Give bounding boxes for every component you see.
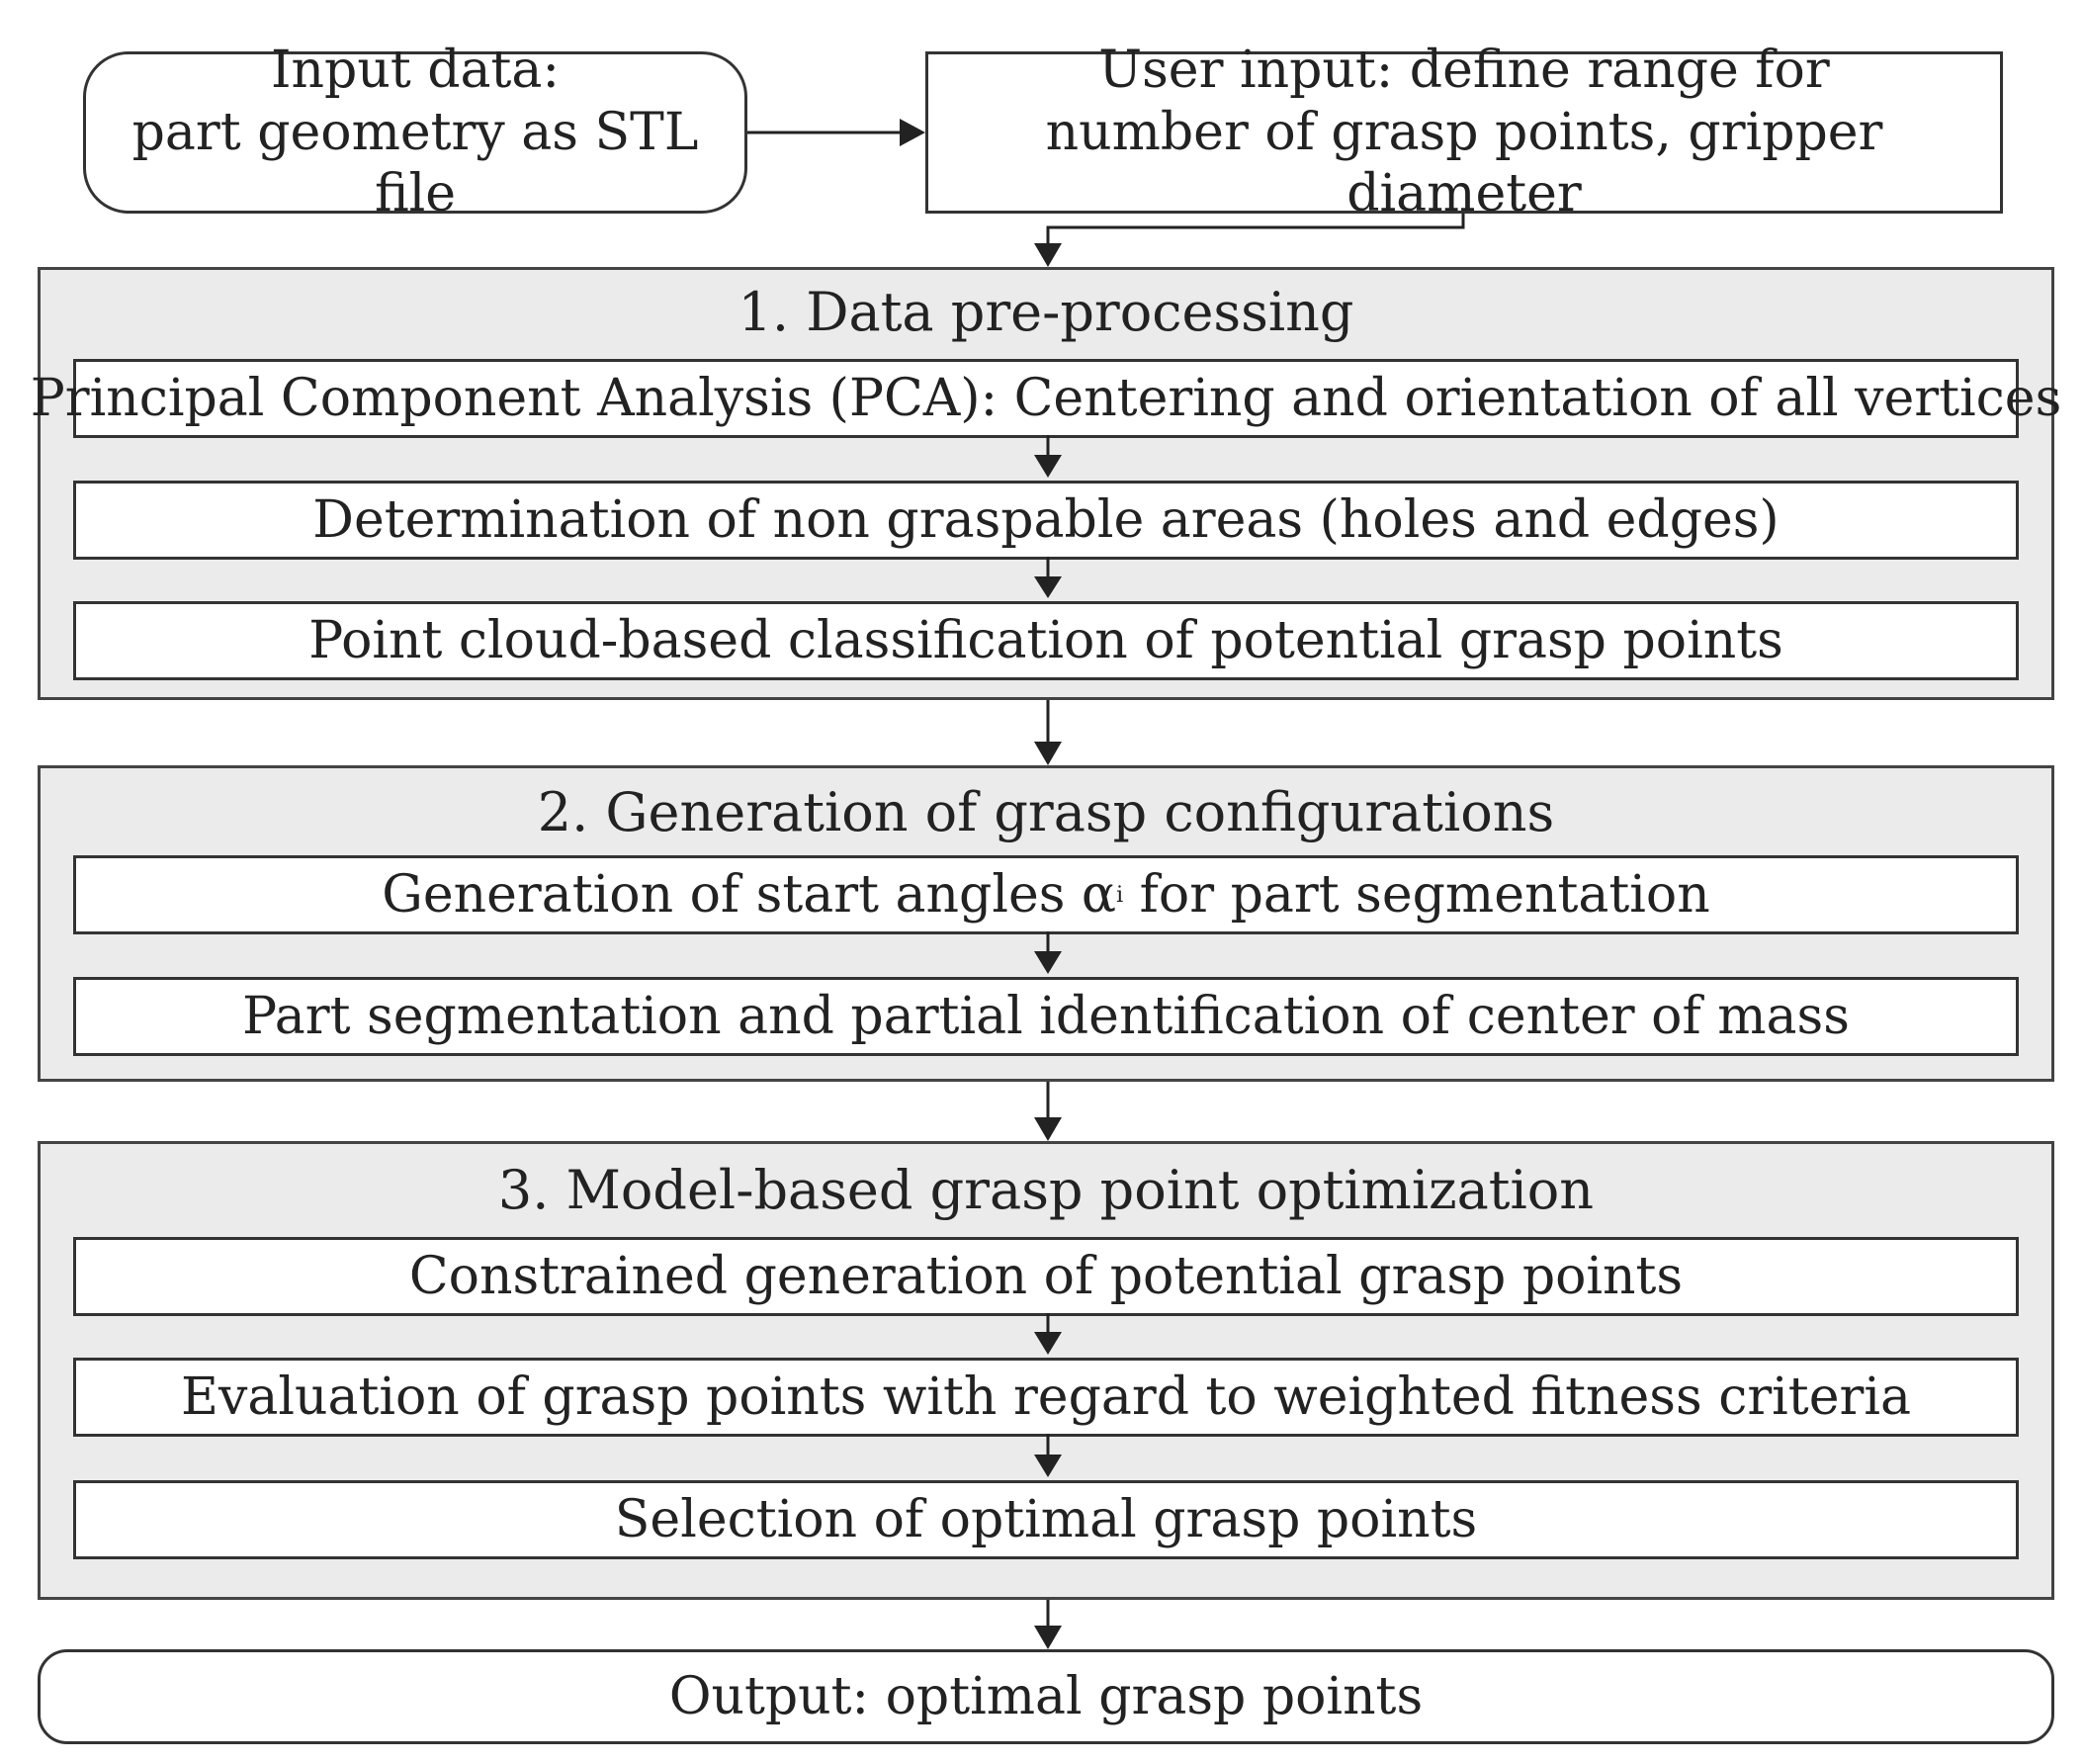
user-input-box: User input: define range for number of g… xyxy=(925,41,2003,223)
output-label: Output: optimal grasp points xyxy=(668,1666,1424,1726)
step-start-angles-text-end: for part segmentation xyxy=(1123,865,1710,925)
stage2-title: 2. Generation of grasp configurations xyxy=(537,781,1555,843)
stage1-title: 1. Data pre-processing xyxy=(738,281,1354,343)
stage3-title: 3. Model-based grasp point optimization xyxy=(497,1159,1595,1221)
step-start-angles-text: Generation of start angles α xyxy=(382,865,1117,925)
arrowhead-stage3-to-output xyxy=(1034,1626,1062,1649)
step-selection: Selection of optimal grasp points xyxy=(73,1480,2019,1559)
input-data-line1: Input data: xyxy=(271,41,560,101)
step-constrained-generation: Constrained generation of potential gras… xyxy=(73,1237,2019,1316)
user-input-line2: number of grasp points, gripper diameter xyxy=(1045,102,1883,224)
stage-data-preprocessing: 1. Data pre-processing Principal Compone… xyxy=(31,267,2061,700)
stage-grasp-configurations: 2. Generation of grasp configurations Ge… xyxy=(38,765,2054,1082)
arrowhead-stage2-to-stage3 xyxy=(1034,1117,1062,1141)
input-data-box: Input data: part geometry as STL file xyxy=(83,41,747,223)
input-data-line2: part geometry as STL file xyxy=(131,102,699,224)
step-point-cloud-classification: Point cloud-based classification of pote… xyxy=(73,601,2019,680)
arrowhead-stage1-to-stage2 xyxy=(1034,742,1062,765)
user-input-line1: User input: define range for xyxy=(1098,41,1830,101)
step-part-segmentation: Part segmentation and partial identifica… xyxy=(73,977,2019,1056)
arrowhead-input-to-user xyxy=(900,119,925,146)
step-start-angles-subscript: i xyxy=(1116,882,1124,908)
step-non-graspable-areas: Determination of non graspable areas (ho… xyxy=(73,481,2019,560)
output-box: Output: optimal grasp points xyxy=(38,1649,2054,1744)
stage-grasp-point-optimization: 3. Model-based grasp point optimization … xyxy=(38,1141,2054,1600)
step-evaluation: Evaluation of grasp points with regard t… xyxy=(73,1358,2019,1437)
step-pca: Principal Component Analysis (PCA): Cent… xyxy=(31,359,2061,438)
arrowhead-user-to-stage1 xyxy=(1034,243,1062,267)
